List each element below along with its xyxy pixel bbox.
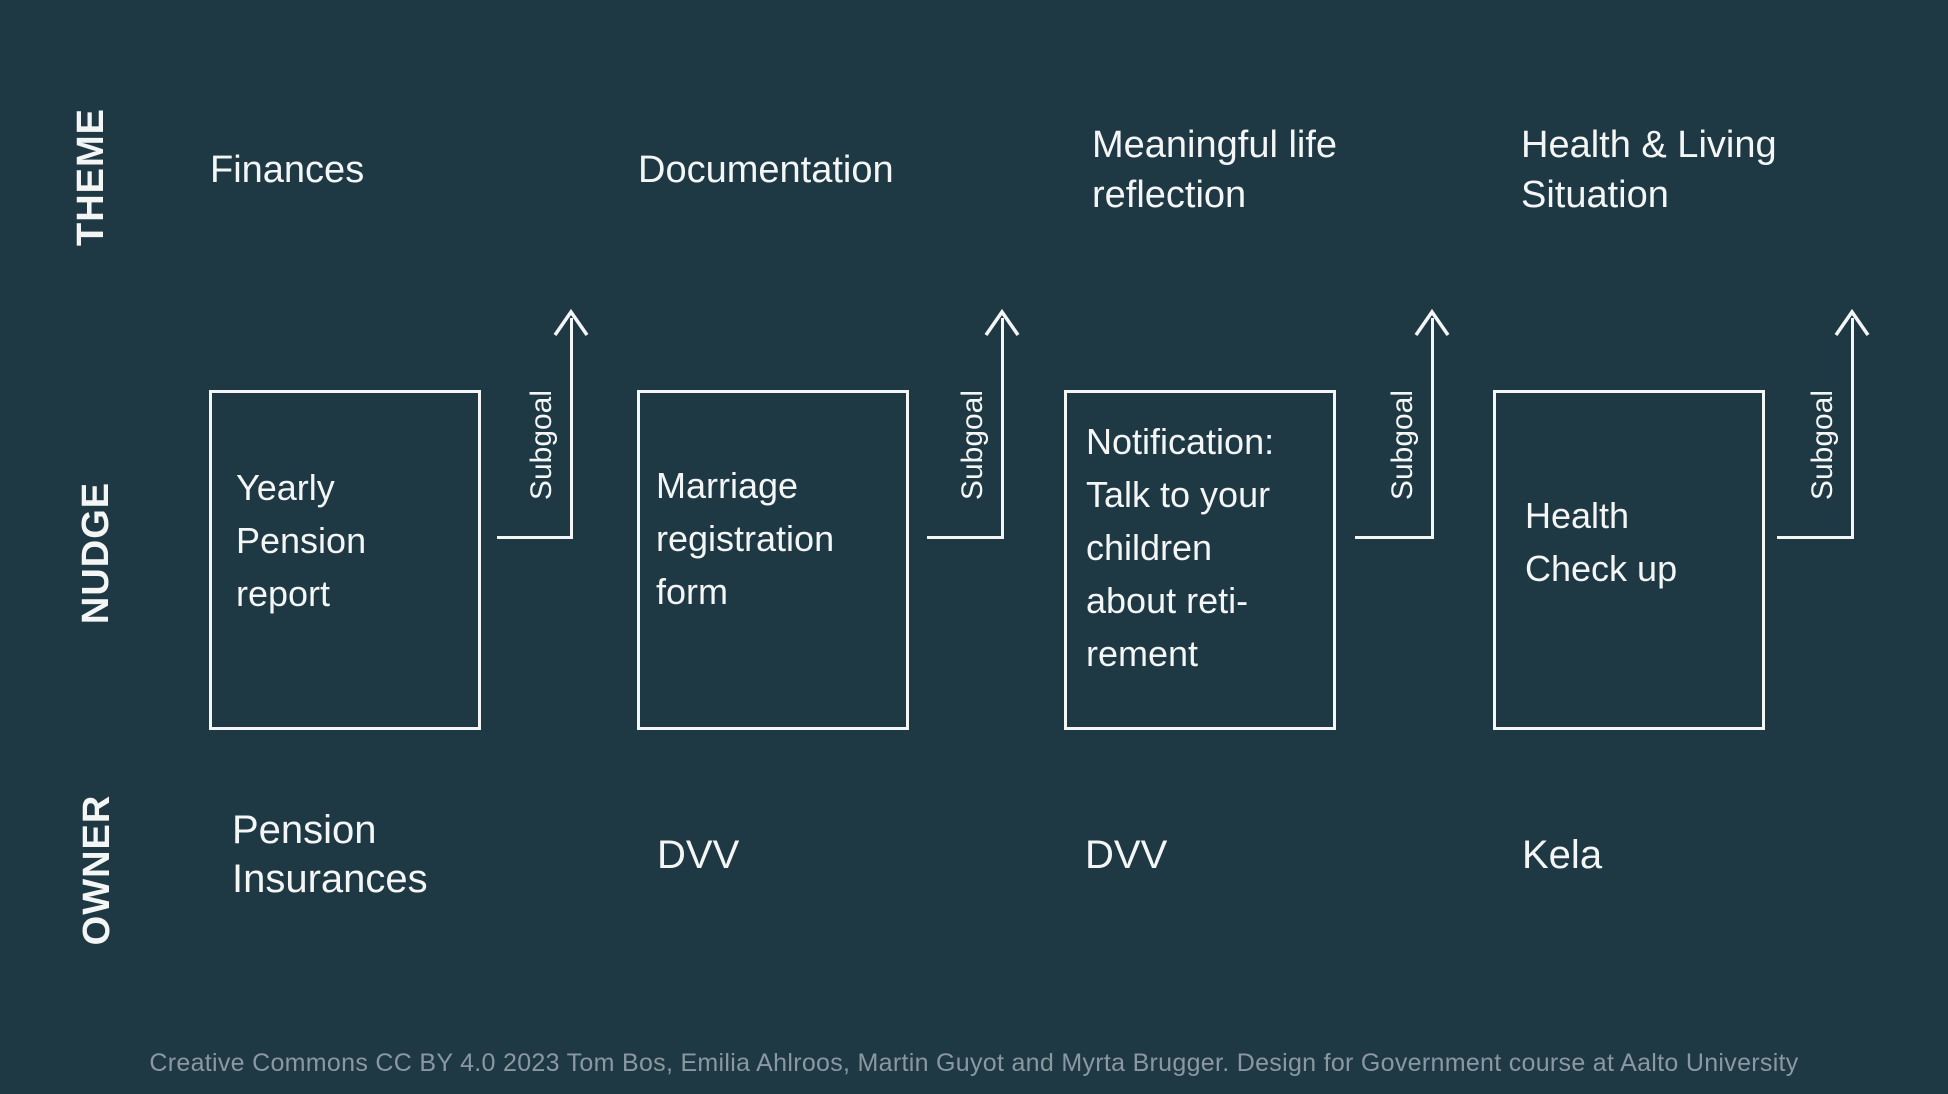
row-label-nudge: NUDGE (75, 481, 117, 625)
owner-label: Kela (1522, 832, 1603, 877)
subgoal-label: Subgoal (1806, 389, 1839, 501)
theme-label: Meaningful life reflection (1092, 124, 1338, 216)
subgoal-label: Subgoal (525, 389, 558, 501)
nudge-text: Marriage registration form (656, 465, 835, 612)
attribution-footer: Creative Commons CC BY 4.0 2023 Tom Bos,… (149, 1049, 1799, 1077)
nudge-text: Notification: Talk to your children abou… (1086, 421, 1275, 674)
nudge-box: Marriage registration form (637, 390, 909, 730)
theme-label: Documentation (638, 149, 894, 191)
owner-label: DVV (657, 832, 740, 877)
subgoal-arrow-head-icon (984, 308, 1020, 336)
nudge-box: Yearly Pension report (209, 390, 481, 730)
subgoal-arrow-line (569, 318, 573, 539)
subgoal-arrow-line (1777, 536, 1854, 539)
subgoal-arrow-line (1850, 318, 1854, 539)
subgoal-arrow-head-icon (1414, 308, 1450, 336)
subgoal-arrow-line (1430, 318, 1434, 539)
subgoal-arrow-line (497, 536, 573, 539)
subgoal-label: Subgoal (1386, 389, 1419, 501)
owner-label: Pension Insurances (232, 808, 428, 901)
nudge-box: Health Check up (1493, 390, 1765, 730)
subgoal-arrow-head-icon (1834, 308, 1870, 336)
nudge-box: Notification: Talk to your children abou… (1064, 390, 1336, 730)
subgoal-label: Subgoal (956, 389, 989, 501)
nudge-text: Yearly Pension report (236, 467, 367, 614)
row-label-theme: THEME (70, 108, 112, 246)
nudge-text: Health Check up (1525, 495, 1678, 589)
subgoal-arrow-line (1355, 536, 1434, 539)
owner-label: DVV (1085, 832, 1168, 877)
theme-label: Health & Living Situation (1521, 124, 1777, 216)
row-label-owner: OWNER (76, 794, 118, 946)
subgoal-arrow-head-icon (553, 308, 589, 336)
theme-label: Finances (210, 149, 365, 191)
subgoal-arrow-line (927, 536, 1004, 539)
subgoal-arrow-line (1000, 318, 1004, 539)
